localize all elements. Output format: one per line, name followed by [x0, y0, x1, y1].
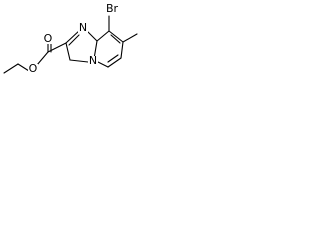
- bond-c2-c3: [65, 42, 71, 61]
- ester-oxygen-label: O: [29, 62, 38, 75]
- structure-canvas: Br O O N N: [0, 0, 144, 83]
- bond-ch2-oxygen: [17, 63, 30, 72]
- bromine-label: Br: [106, 2, 119, 15]
- bond-c8-c7: [108, 30, 124, 43]
- bond-c2-n1: [65, 29, 81, 44]
- bond-c7-methyl: [122, 33, 138, 43]
- bond-c8a-c8: [96, 30, 110, 42]
- bond-c6-c5: [107, 57, 122, 68]
- bond-ethyl-ch3-ch2: [3, 63, 19, 74]
- ester-oxygen-label-bg: [28, 64, 38, 74]
- bond-c6-c5-inner: [107, 54, 119, 63]
- bond-carbonyl-to-ring: [47, 42, 67, 53]
- bond-c8-c7-inner: [110, 34, 121, 44]
- ring-nitrogen-top-label: N: [79, 21, 87, 34]
- carbonyl-oxygen-label: O: [44, 32, 53, 45]
- bond-c5-n4: [97, 61, 109, 68]
- ring-nitrogen-bridge-label-bg: [88, 56, 98, 66]
- ring-nitrogen-top-label-bg: [78, 23, 88, 33]
- ring-nitrogen-bridge-label: N: [89, 54, 97, 67]
- carbonyl-oxygen-label-bg: [43, 34, 53, 44]
- bond-oxygen-carbonyl: [36, 51, 49, 66]
- bond-c7-c6: [120, 41, 124, 59]
- bond-c3-n4: [69, 59, 89, 63]
- bromine-label-bg: [102, 3, 122, 15]
- bond-c2-n1-inner: [68, 34, 80, 46]
- chemical-structure: Br O O N N: [3, 2, 138, 75]
